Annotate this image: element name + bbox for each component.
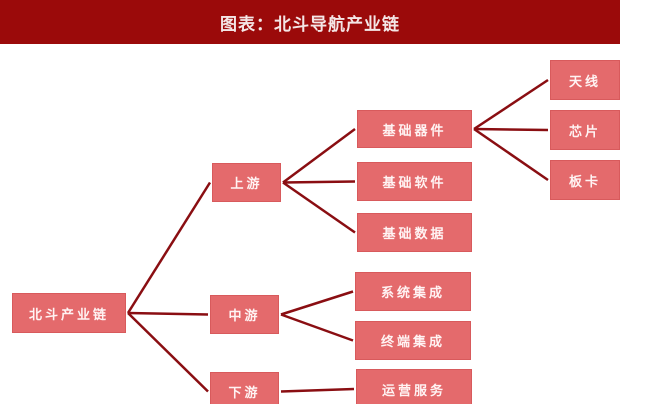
node-upstream: 上游: [212, 163, 281, 202]
bottom-margin: [0, 404, 658, 418]
edge-upstream-basic_components: [282, 127, 356, 184]
node-basic-software: 基础软件: [357, 162, 472, 201]
edge-downstream-operation_services: [280, 387, 355, 393]
node-root: 北斗产业链: [12, 293, 126, 333]
node-antenna: 天线: [550, 60, 620, 100]
edge-basic_components-board: [473, 127, 549, 182]
diagram-title: 图表：北斗导航产业链: [0, 0, 620, 44]
edge-midstream-terminal_integration: [280, 313, 354, 342]
node-system-integration: 系统集成: [355, 272, 471, 311]
edge-upstream-basic_data: [282, 181, 356, 234]
edge-basic_components-chip: [473, 127, 549, 132]
edge-basic_components-antenna: [473, 78, 549, 131]
edge-midstream-system_integration: [280, 290, 354, 316]
node-midstream: 中游: [210, 295, 279, 334]
node-terminal-integration: 终端集成: [355, 321, 471, 360]
edge-root-midstream: [127, 311, 209, 316]
edge-upstream-basic_software: [282, 180, 356, 184]
edge-root-downstream: [127, 312, 209, 393]
node-basic-components: 基础器件: [357, 110, 472, 148]
node-board: 板卡: [550, 160, 620, 200]
node-basic-data: 基础数据: [357, 213, 472, 252]
node-chip: 芯片: [550, 110, 620, 150]
edge-root-upstream: [126, 181, 212, 314]
node-operation-services: 运营服务: [356, 369, 472, 409]
